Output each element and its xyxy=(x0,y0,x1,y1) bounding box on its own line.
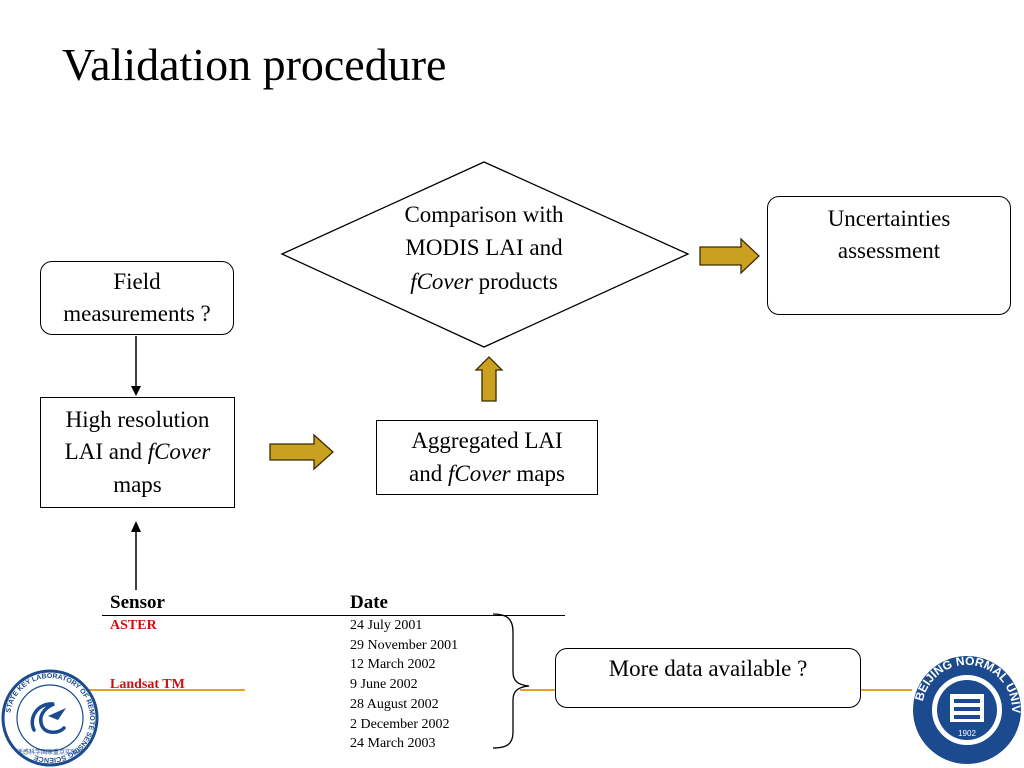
aggregated-fcover: fCover xyxy=(448,460,511,486)
date-cell: 12 March 2002 xyxy=(350,657,436,673)
sensor-cell xyxy=(102,734,342,754)
bnu-logo-building-detail-2 xyxy=(954,707,980,711)
uncertainties-assessment-box: Uncertainties assessment xyxy=(767,196,1011,315)
more-data-box: More data available ? xyxy=(555,648,861,708)
block-arrow-comparison-to-uncertainties xyxy=(699,237,760,275)
arrowhead-sensors-to-hires xyxy=(131,521,141,532)
date-cell: 2 December 2002 xyxy=(350,716,450,732)
high-resolution-line3: maps xyxy=(113,471,162,497)
lab-logo-wing-icon xyxy=(48,708,66,720)
block-arrow-aggregated-to-comparison xyxy=(474,356,504,402)
date-column-header: Date xyxy=(342,592,565,616)
field-measurements-line2: measurements ? xyxy=(63,301,211,326)
arrowhead-field-to-hires xyxy=(131,386,141,396)
sensor-column-header: Sensor xyxy=(102,592,342,616)
field-measurements-box: Field measurements ? xyxy=(40,261,234,335)
comparison-line3-post: products xyxy=(472,268,558,294)
high-resolution-fcover: fCover xyxy=(147,439,211,465)
bnu-logo-building-detail-1 xyxy=(954,699,980,703)
lab-logo-swirl-icon xyxy=(30,702,66,734)
comparison-fcover: fCover xyxy=(410,268,473,294)
aggregated-maps-box: Aggregated LAI and fCover maps xyxy=(376,420,598,495)
uncertainties-line2: assessment xyxy=(837,238,941,264)
table-header-row: Sensor Date xyxy=(102,592,565,616)
comparison-line1: Comparison with xyxy=(404,202,564,227)
field-measurements-line1: Field xyxy=(113,268,161,294)
sensor-table-body: ASTER 24 July 2001 29 November 2001 12 Marc… xyxy=(102,616,565,754)
sensor-cell xyxy=(102,695,342,715)
date-cell: 28 August 2002 xyxy=(350,696,439,712)
sensor-cell xyxy=(102,636,342,656)
comparison-label: Comparison with MODIS LAI and fCover pro… xyxy=(368,198,600,298)
comparison-diamond xyxy=(280,161,690,348)
beijing-normal-university-logo: BEIJING NORMAL UNIVERSITY 1902 xyxy=(910,654,1023,764)
lab-logo-inner-ring xyxy=(16,684,84,752)
sensor-date-table: Sensor Date ASTER 24 July 2001 29 November… xyxy=(102,592,565,754)
date-cell: 24 July 2001 xyxy=(350,618,423,633)
high-resolution-line2-pre: LAI and xyxy=(64,439,148,465)
table-row: 2 December 2002 xyxy=(102,715,565,735)
aggregated-line2: and fCover maps xyxy=(409,458,565,490)
sensor-cell xyxy=(102,655,342,675)
bnu-logo-building-detail-3 xyxy=(954,715,980,719)
sensor-cell: ASTER xyxy=(110,618,157,633)
high-resolution-line2: LAI and fCover xyxy=(65,436,211,468)
table-row: 28 August 2002 xyxy=(102,695,565,715)
sensor-cell: Landsat TM xyxy=(110,677,185,693)
uncertainties-line1: Uncertainties xyxy=(827,206,951,231)
high-resolution-line1: High resolution xyxy=(65,407,210,433)
comparison-line2: MODIS LAI and xyxy=(405,235,563,261)
high-resolution-maps-box: High resolution LAI and fCover maps xyxy=(40,397,235,508)
dates-brace xyxy=(492,613,530,749)
bnu-logo-year: 1902 xyxy=(958,729,976,738)
comparison-line3: fCover products xyxy=(368,265,600,298)
date-cell: 9 June 2002 xyxy=(350,677,418,693)
table-row: 24 March 2003 xyxy=(102,734,565,754)
table-row: 12 March 2002 xyxy=(102,655,565,675)
more-data-label: More data available ? xyxy=(608,656,808,681)
aggregated-line2-post: maps xyxy=(510,460,565,486)
date-cell: 29 November 2001 xyxy=(350,637,459,653)
aggregated-line1: Aggregated LAI xyxy=(411,428,563,454)
table-row: ASTER 24 July 2001 xyxy=(102,616,565,636)
sensor-cell xyxy=(102,715,342,735)
table-row: 29 November 2001 xyxy=(102,636,565,656)
lab-logo-chinese-text: 遥感科学国家重点实验室 xyxy=(17,748,83,756)
date-cell: 24 March 2003 xyxy=(350,736,436,752)
slide-title: Validation procedure xyxy=(62,39,447,90)
table-row: Landsat TM 9 June 2002 xyxy=(102,675,565,695)
aggregated-line2-pre: and xyxy=(409,460,449,486)
remote-sensing-lab-logo: STATE KEY LABORATORY OF REMOTE SENSING S… xyxy=(1,669,99,767)
block-arrow-hires-to-aggregated xyxy=(269,433,334,471)
